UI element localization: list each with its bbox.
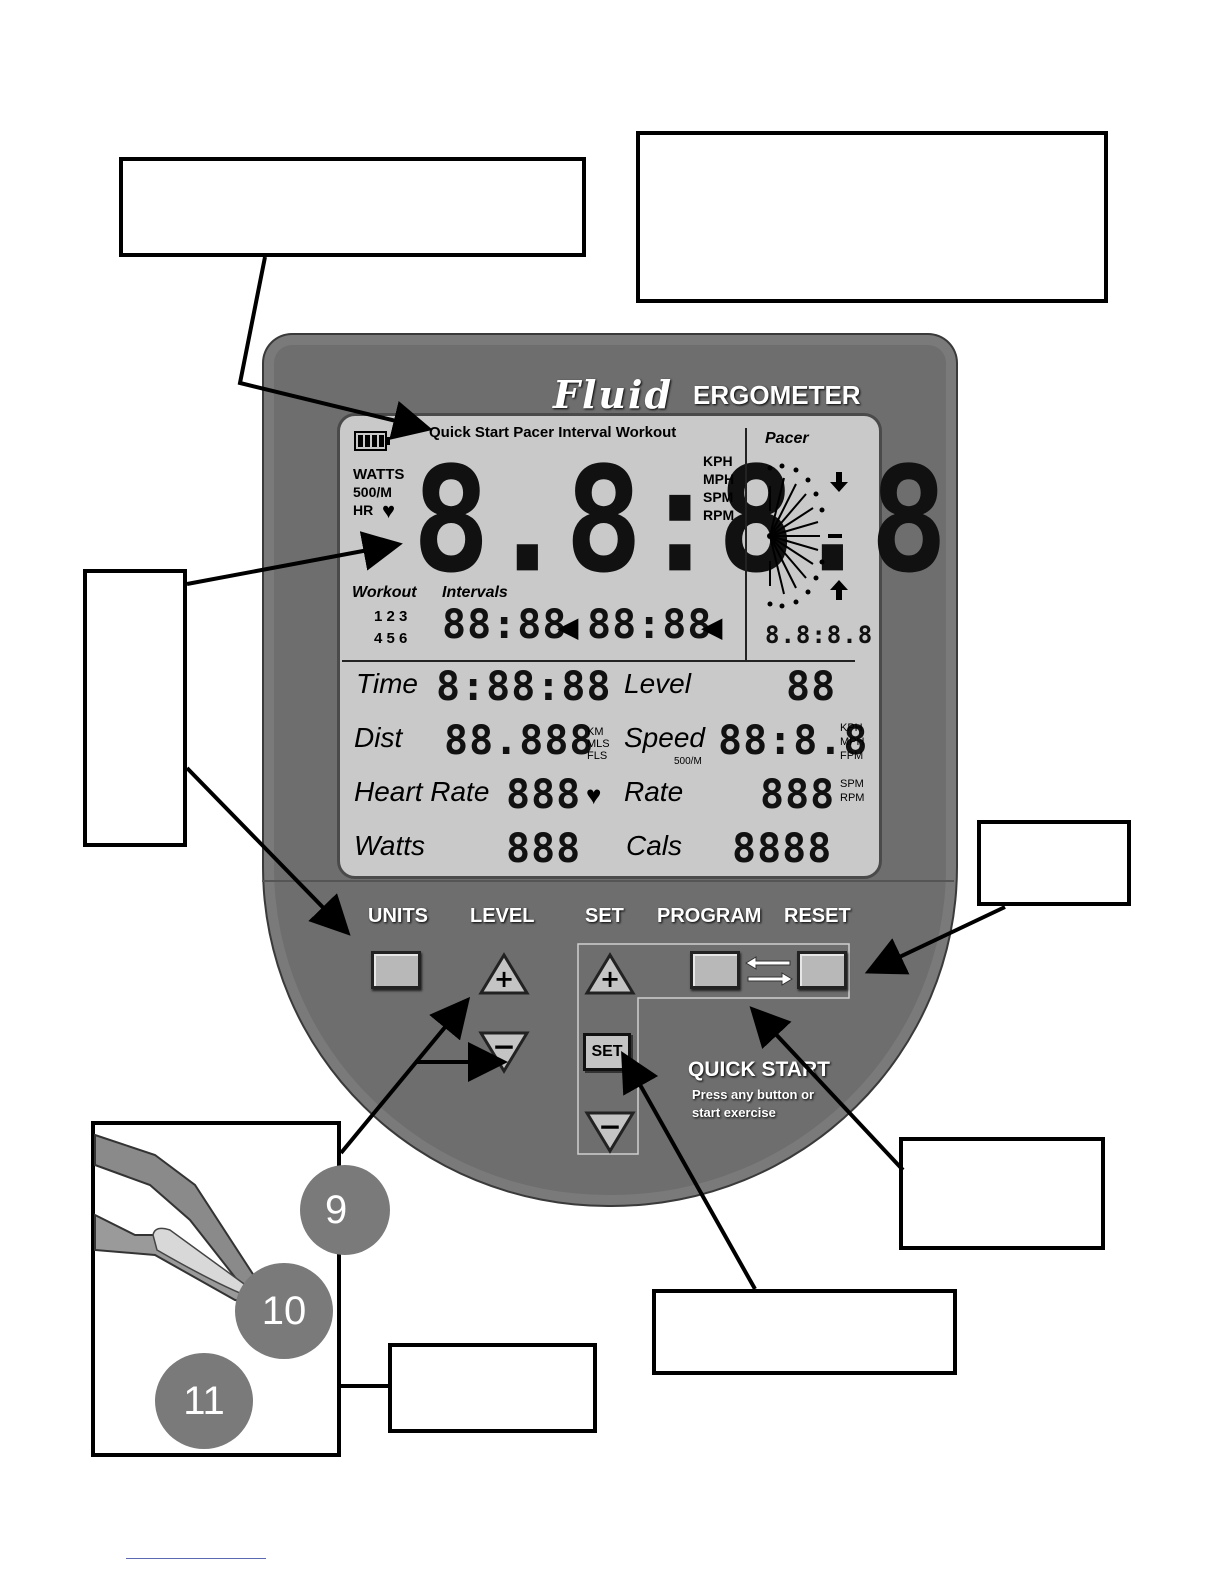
heart-icon: ♥ bbox=[382, 498, 396, 523]
time-label: Time bbox=[356, 668, 418, 699]
level-label: Level bbox=[624, 668, 691, 699]
interval-a-digits: 88:88 bbox=[442, 602, 568, 648]
lcd-horizontal-divider bbox=[342, 660, 855, 662]
watts-label: Watts bbox=[354, 830, 426, 861]
bottom-underline bbox=[126, 1558, 266, 1559]
speed-unit-fpm: FPM bbox=[840, 750, 864, 762]
unit-watts: WATTS bbox=[353, 466, 405, 483]
cals-value: 8888 bbox=[732, 826, 833, 872]
pacer-divider bbox=[745, 428, 747, 660]
set-key-button[interactable]: SET bbox=[583, 1033, 631, 1071]
unit-spm: SPM bbox=[703, 489, 734, 505]
set-down-button[interactable]: − bbox=[584, 1110, 636, 1154]
dist-unit-km: KM bbox=[587, 726, 604, 738]
dist-label: Dist bbox=[354, 722, 403, 753]
svg-text:+: + bbox=[494, 965, 514, 993]
callout-box-lower-right bbox=[899, 1137, 1105, 1250]
watts-value: 888 bbox=[506, 826, 582, 872]
program-label: PROGRAM bbox=[657, 905, 762, 927]
workout-row-1: 1 2 3 bbox=[374, 608, 408, 625]
level-value: 88 bbox=[786, 664, 837, 710]
program-button[interactable] bbox=[690, 951, 740, 989]
set-group-outline bbox=[577, 943, 850, 1155]
unit-mph: MPH bbox=[703, 471, 735, 487]
units-button[interactable] bbox=[371, 951, 421, 989]
speed-value: 88:8.8 bbox=[718, 718, 869, 764]
lcd-display: Quick Start Pacer Interval Workout WATTS… bbox=[337, 413, 948, 879]
pacer-gauge bbox=[767, 463, 848, 609]
unit-kph: KPH bbox=[703, 453, 733, 469]
callout-box-top-right bbox=[636, 131, 1108, 303]
rate-label: Rate bbox=[624, 776, 684, 807]
console-divider bbox=[262, 880, 954, 882]
svg-text:+: + bbox=[600, 965, 620, 993]
callout-box-bottom-center bbox=[652, 1289, 957, 1375]
unit-rpm: RPM bbox=[703, 507, 735, 523]
unit-hr: HR bbox=[353, 502, 374, 518]
level-label-console: LEVEL bbox=[470, 905, 535, 927]
workout-row-2: 4 5 6 bbox=[374, 630, 408, 647]
brand-script: Fluid bbox=[553, 372, 674, 417]
reset-button[interactable] bbox=[797, 951, 847, 989]
interval-b-digits: 88:88 bbox=[587, 602, 713, 648]
pacer-digits: 8.8:8.8 bbox=[765, 621, 874, 649]
callout-box-right bbox=[977, 820, 1131, 906]
rate-unit-rpm: RPM bbox=[840, 792, 865, 804]
heart-rate-heart-icon: ♥ bbox=[586, 780, 602, 810]
dist-unit-fls: FLS bbox=[587, 750, 608, 762]
heart-rate-label: Heart Rate bbox=[354, 776, 490, 807]
dist-value: 88.888 bbox=[444, 718, 595, 764]
callout-box-top-left bbox=[119, 157, 586, 257]
units-label: UNITS bbox=[368, 905, 428, 927]
mode-labels: Quick Start Pacer Interval Workout bbox=[429, 424, 677, 441]
program-reset-arrows-icon bbox=[745, 956, 793, 986]
svg-text:−: − bbox=[492, 1030, 515, 1063]
rate-unit-spm: SPM bbox=[840, 778, 864, 790]
level-up-button[interactable]: + bbox=[478, 952, 530, 996]
rate-value: 888 bbox=[760, 772, 836, 818]
svg-text:−: − bbox=[598, 1110, 621, 1143]
callout-box-left bbox=[83, 569, 187, 847]
heart-rate-value: 888 bbox=[506, 772, 582, 818]
quick-start-line-1: Press any button or bbox=[692, 1087, 815, 1102]
inset-circle-11: 11 bbox=[155, 1353, 253, 1449]
pacer-label: Pacer bbox=[765, 430, 809, 447]
level-down-button[interactable]: − bbox=[478, 1030, 530, 1074]
inset-circle-9: 9 bbox=[300, 1165, 390, 1255]
interval-a-arrow-icon: ◀ bbox=[558, 612, 578, 642]
unit-500m: 500/M bbox=[353, 484, 392, 500]
set-up-button[interactable]: + bbox=[584, 952, 636, 996]
speed-sub-label: 500/M bbox=[674, 756, 702, 767]
battery-icon bbox=[354, 431, 390, 451]
quick-start-title: QUICK START bbox=[688, 1058, 830, 1081]
inset-circle-10: 10 bbox=[235, 1263, 333, 1359]
speed-label: Speed bbox=[624, 722, 705, 753]
quick-start-line-2: start exercise bbox=[692, 1105, 776, 1120]
speed-unit-kph: KPH bbox=[840, 722, 863, 734]
main-digits: 8.8:8.8 bbox=[412, 434, 948, 606]
set-label-console: SET bbox=[585, 905, 624, 927]
dist-unit-mls: MLS bbox=[587, 738, 610, 750]
intervals-label: Intervals bbox=[442, 584, 508, 601]
workout-label: Workout bbox=[352, 584, 417, 601]
brand-name: ERGOMETER bbox=[693, 380, 861, 410]
cals-label: Cals bbox=[626, 830, 683, 861]
reset-label: RESET bbox=[784, 905, 851, 927]
speed-unit-mph: MPH bbox=[840, 736, 865, 748]
inset-tweezers-box: 9 10 11 bbox=[91, 1121, 390, 1457]
callout-box-bottom-small bbox=[388, 1343, 597, 1433]
time-value: 8:88:88 bbox=[436, 664, 612, 710]
interval-b-arrow-icon: ◀ bbox=[702, 612, 722, 642]
